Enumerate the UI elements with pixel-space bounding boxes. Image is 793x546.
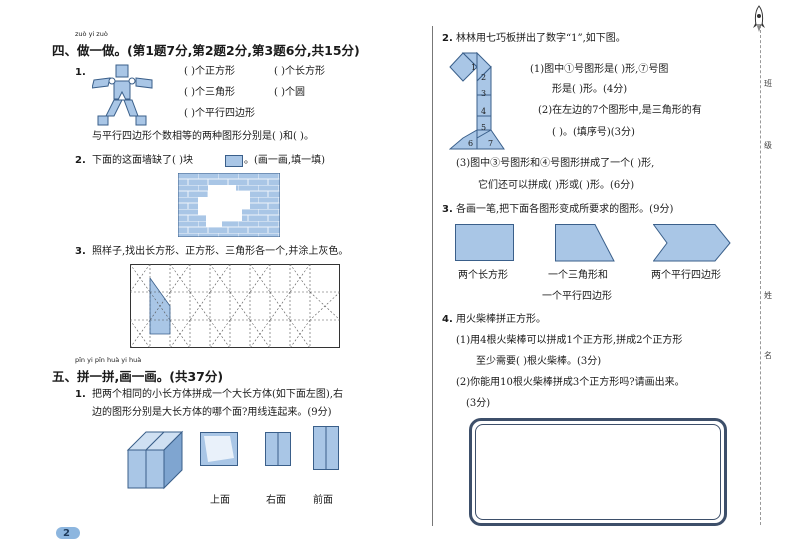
dotted-grid xyxy=(130,264,340,348)
brick-wall xyxy=(178,173,280,237)
s5-q1-line2: 边的图形分别是大长方体的哪个面?用线连起来。(9分) xyxy=(92,407,332,418)
r-q3-caption-3: 两个平行四边形 xyxy=(651,270,721,281)
q3-question: 照样子,找出长方形、正方形、三角形各一个,并涂上灰色。 xyxy=(92,246,349,257)
r-q4-p2a: (2)你能用10根火柴棒拼成3个正方形吗?请画出来。 xyxy=(456,377,685,388)
tangram-piece-2: 2 xyxy=(481,73,487,82)
q1-blank-parallelograms: ( )个平行四边形 xyxy=(184,108,255,119)
r-q3-caption-2b: 一个平行四边形 xyxy=(542,291,612,302)
q3-number: 3. xyxy=(75,246,86,257)
answer-drawing-box[interactable] xyxy=(469,418,727,526)
binding-line xyxy=(760,20,761,525)
r-q3-caption-2a: 一个三角形和 xyxy=(548,270,608,281)
answer-box-inner-border xyxy=(475,424,721,520)
r-q2-p1a: (1)图中①号图形是( )形,⑦号图 xyxy=(530,64,669,75)
face-top xyxy=(200,432,238,466)
page-divider xyxy=(432,26,433,526)
r-q4-number: 4. xyxy=(442,314,453,325)
r-q2-p2b: ( )。(填序号)(3分) xyxy=(552,127,635,138)
q1-blank-triangles: ( )个三角形 xyxy=(184,87,235,98)
r-q3-number: 3. xyxy=(442,204,453,215)
section4-title: 四、做一做。(第1题7分,第2题2分,第3题6分,共15分) xyxy=(52,43,360,58)
shape-trapezoid xyxy=(555,224,615,262)
cuboid-figure xyxy=(126,430,184,490)
s5-q1-number: 1. xyxy=(75,389,86,400)
tangram-piece-3: 3 xyxy=(481,89,487,98)
label-right-face: 右面 xyxy=(266,495,286,506)
section4-pinyin: zuò yi zuò xyxy=(75,30,108,38)
tangram-piece-7: 7 xyxy=(488,139,494,148)
r-q2-p1b: 形是( )形。(4分) xyxy=(552,84,628,95)
tangram-piece-4: 4 xyxy=(481,107,487,116)
q2-number: 2. xyxy=(75,155,86,166)
r-q3-caption-1: 两个长方形 xyxy=(458,270,508,281)
r-q2-number: 2. xyxy=(442,33,453,44)
shape-robot-figure xyxy=(92,64,153,126)
brick-sample xyxy=(225,155,243,167)
binding-label-4: 名 xyxy=(764,351,772,360)
tangram-piece-6: 6 xyxy=(468,139,474,148)
q1-blank-squares: ( )个正方形 xyxy=(184,66,235,77)
r-q2-p3a: (3)图中③号图形和④号图形拼成了一个( )形, xyxy=(456,158,655,169)
binding-label-2: 级 xyxy=(764,141,772,150)
tangram-piece-5: 5 xyxy=(481,123,487,132)
r-q2-p3b: 它们还可以拼成( )形或( )形。(6分) xyxy=(478,180,635,191)
r-q3-title: 各画一笔,把下面各图形变成所要求的图形。(9分) xyxy=(456,204,674,215)
r-q4-p1a: (1)用4根火柴棒可以拼成1个正方形,拼成2个正方形 xyxy=(456,335,683,346)
tangram-figure xyxy=(449,52,505,150)
r-q2-title: 林林用七巧板拼出了数字“1”,如下图。 xyxy=(456,33,626,44)
shape-arrow xyxy=(653,224,731,262)
face-right xyxy=(265,432,291,466)
r-q4-p1b: 至少需要( )根火柴棒。(3分) xyxy=(476,356,602,367)
section5-title: 五、拼一拼,画一画。(共37分) xyxy=(52,369,224,384)
face-front xyxy=(313,426,339,470)
q2-question-tail: 。(画一画,填一填) xyxy=(244,155,325,166)
shape-rectangle xyxy=(455,224,514,261)
page-number: 2 xyxy=(63,528,70,539)
s5-q1-line1: 把两个相同的小长方体拼成一个大长方体(如下面左图),右 xyxy=(92,389,343,400)
section5-pinyin: pīn yi pīn huà yi huà xyxy=(75,356,142,364)
label-front-face: 前面 xyxy=(313,495,333,506)
q2-question: 下面的这面墙缺了( )块 xyxy=(92,155,193,166)
r-q4-title: 用火柴棒拼正方形。 xyxy=(456,314,546,325)
rocket-icon xyxy=(753,5,765,32)
binding-label-3: 姓 xyxy=(764,291,772,300)
r-q4-p2b: (3分) xyxy=(466,398,491,409)
label-top-face: 上面 xyxy=(210,495,230,506)
q1-blank-rectangles: ( )个长方形 xyxy=(274,66,325,77)
r-q2-p2a: (2)在左边的7个图形中,是三角形的有 xyxy=(538,105,702,116)
q1-question-line: 与平行四边形个数相等的两种图形分别是( )和( )。 xyxy=(92,131,314,142)
page-number-badge xyxy=(56,527,80,539)
tangram-piece-1: 1 xyxy=(471,63,477,72)
q1-number: 1. xyxy=(75,67,86,78)
q1-blank-circles: ( )个圆 xyxy=(274,87,305,98)
binding-label-1: 班 xyxy=(764,79,772,88)
